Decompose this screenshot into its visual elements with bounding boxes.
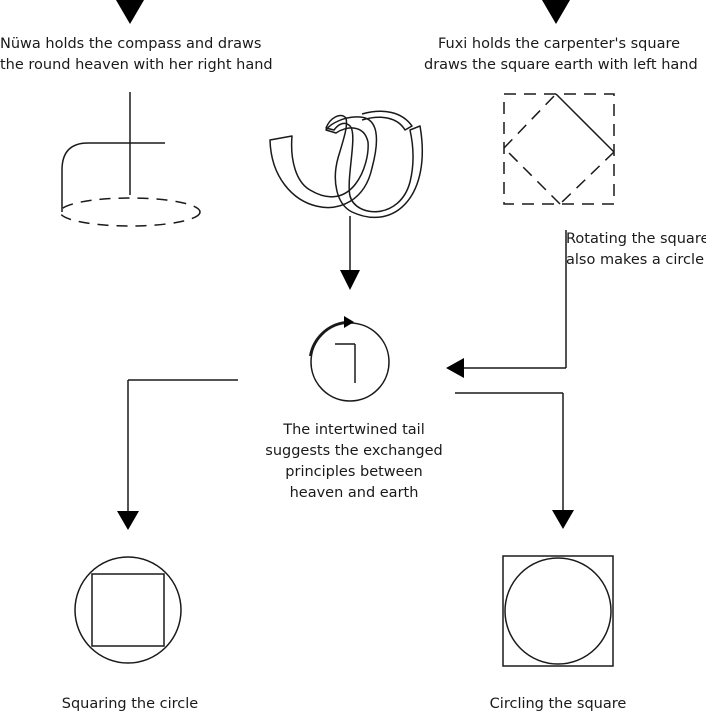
nuwa-caption-line-2: the round heaven with her right hand xyxy=(0,57,273,73)
squaring-caption: Squaring the circle xyxy=(61,696,199,712)
tail-caption-line-1: The intertwined tail xyxy=(283,422,425,438)
center-rotation-symbol xyxy=(309,316,390,402)
rotate-caption-line-1: Rotating the square xyxy=(566,231,706,247)
top-right-arrowhead xyxy=(542,0,570,24)
rotate-caption: Rotating the square also makes a circle xyxy=(566,229,706,271)
rotate-to-center-arrow xyxy=(446,230,567,378)
rotate-caption-line-2: also makes a circle xyxy=(566,252,704,268)
circling-square-figure xyxy=(502,555,614,667)
circling-caption: Circling the square xyxy=(489,696,627,712)
tail-caption-line-3: principles between xyxy=(285,464,423,480)
fuxi-caption-line-2: draws the square earth with left hand xyxy=(424,57,698,73)
tail-caption: The intertwined tail suggests the exchan… xyxy=(262,420,446,504)
tail-down-arrow xyxy=(340,216,360,290)
tail-caption-line-2: suggests the exchanged xyxy=(265,443,443,459)
tail-caption-line-4: heaven and earth xyxy=(289,485,419,501)
square-figure xyxy=(503,93,615,205)
left-branch-arrow xyxy=(117,379,238,530)
squaring-circle-figure xyxy=(74,556,182,664)
intertwined-tails-figure xyxy=(269,110,424,219)
fuxi-caption-line-1: Fuxi holds the carpenter's square xyxy=(437,36,681,52)
nuwa-caption-line-1: Nüwa holds the compass and draws xyxy=(0,36,262,52)
nuwa-caption: Nüwa holds the compass and draws the rou… xyxy=(0,34,273,76)
fuxi-caption: Fuxi holds the carpenter's square draws … xyxy=(424,34,698,76)
right-branch-arrow xyxy=(455,392,574,529)
top-left-arrowhead xyxy=(116,0,144,24)
compass-figure xyxy=(59,92,201,227)
